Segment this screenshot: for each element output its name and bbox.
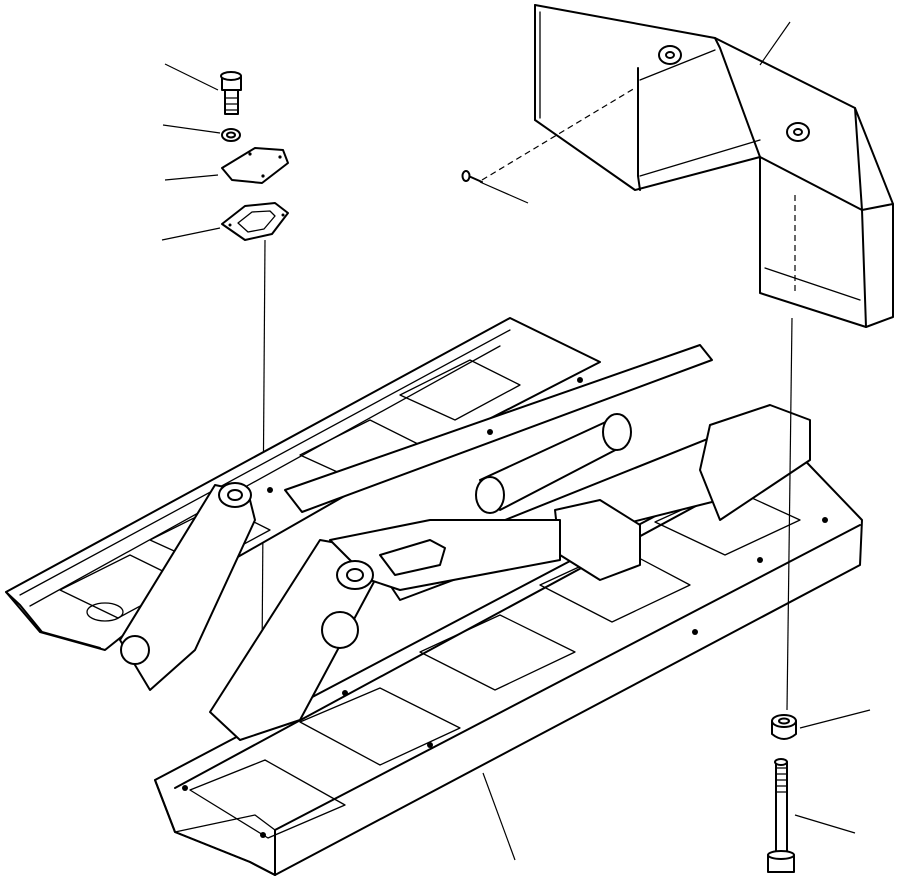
spacer-nut-icon bbox=[771, 714, 797, 740]
screw-icon bbox=[461, 170, 483, 183]
leader-bolt bbox=[164, 63, 219, 91]
main-frame-icon bbox=[5, 317, 863, 876]
washer-icon bbox=[221, 128, 241, 142]
leader-frame bbox=[482, 772, 516, 861]
counterweight-icon bbox=[534, 4, 894, 328]
gasket-axis-line bbox=[261, 239, 266, 661]
cover-plate-icon bbox=[221, 147, 289, 184]
long-bolt-icon bbox=[767, 758, 795, 873]
leader-cover bbox=[164, 174, 219, 181]
leader-long-bolt bbox=[794, 814, 856, 834]
leader-spacer-nut bbox=[799, 709, 871, 729]
counterweight-axis-line bbox=[786, 317, 793, 711]
leader-washer bbox=[162, 124, 221, 134]
leader-counterweight bbox=[759, 21, 791, 66]
leader-gasket bbox=[161, 227, 221, 241]
gasket-icon bbox=[221, 202, 289, 241]
leader-screw bbox=[479, 181, 529, 204]
bolt-icon bbox=[220, 71, 242, 115]
